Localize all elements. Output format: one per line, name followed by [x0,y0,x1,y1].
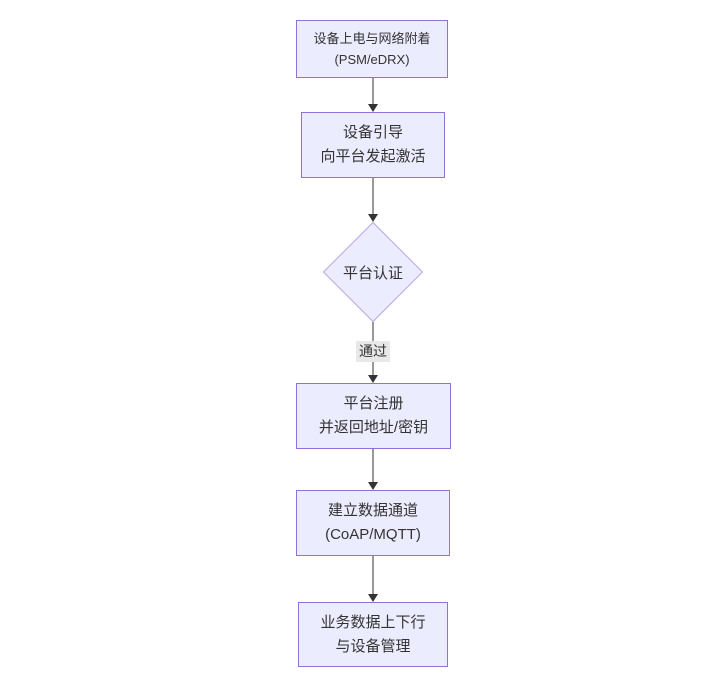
arrow-line [372,556,374,595]
arrowhead-icon [368,482,378,490]
arrow-down-5 [367,556,379,602]
node-register-line1: 平台注册 [343,395,404,412]
node-power-attach-line1: 设备上电与网络附着 [313,31,431,46]
node-register-line2: 并返回地址/密钥 [318,419,429,436]
node-business-data-line2: 与设备管理 [335,637,411,655]
node-bootstrap-line1: 设备引导 [342,124,403,141]
node-register: 平台注册 并返回地址/密钥 [296,383,451,449]
arrow-line [372,78,374,105]
arrow-line [372,178,374,215]
edge-label-pass: 通过 [356,341,390,362]
arrow-down-4 [367,449,379,490]
node-data-channel-line1: 建立数据通道 [327,502,418,519]
decision-platform-auth-label: 平台认证 [342,264,403,282]
arrowhead-icon [368,214,378,222]
arrow-line [372,449,374,483]
node-bootstrap: 设备引导 向平台发起激活 [301,112,445,178]
node-business-data: 业务数据上下行 与设备管理 [298,602,448,667]
decision-platform-auth: 平台认证 [322,221,424,323]
arrowhead-icon [368,594,378,602]
arrow-down-1 [367,78,379,112]
node-power-attach: 设备上电与网络附着 (PSM/eDRX) [296,20,448,78]
node-business-data-line1: 业务数据上下行 [320,613,426,631]
node-data-channel-line2: (CoAP/MQTT) [325,526,421,543]
arrow-down-2 [367,178,379,222]
arrowhead-icon [368,104,378,112]
node-data-channel: 建立数据通道 (CoAP/MQTT) [296,490,450,556]
arrowhead-icon [368,375,378,383]
node-power-attach-line2: (PSM/eDRX) [334,52,410,67]
node-bootstrap-line2: 向平台发起激活 [320,148,426,165]
